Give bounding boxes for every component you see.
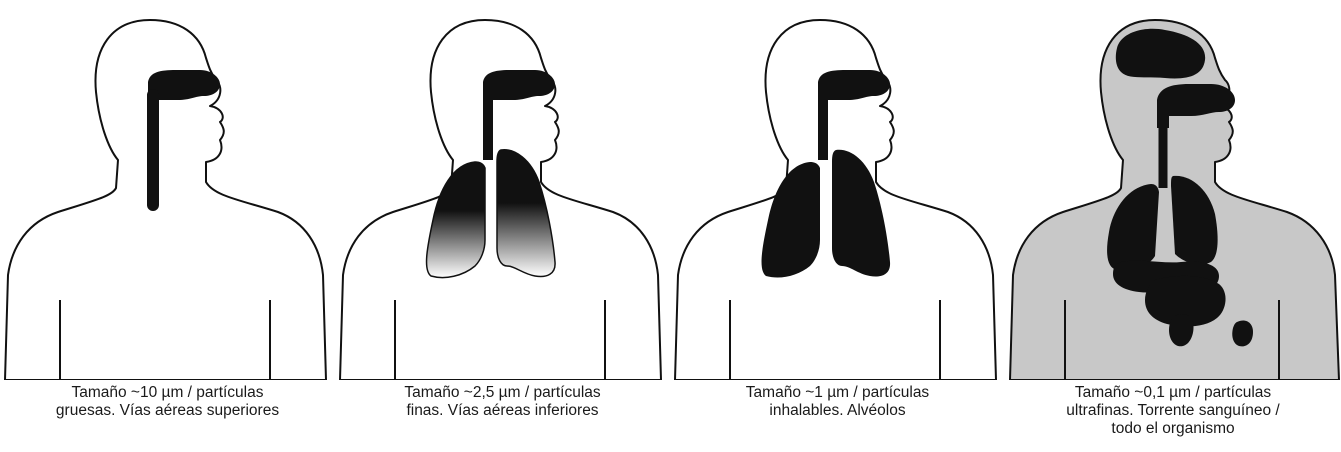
caption-ultrafine: Tamaño ~0,1 µm / partículas ultrafinas. …: [1005, 384, 1341, 438]
caption-coarse: Tamaño ~10 µm / partículas gruesas. Vías…: [0, 384, 335, 420]
figure-alveoli: [670, 0, 1005, 380]
caption-line: Tamaño ~10 µm / partículas: [0, 384, 335, 402]
caption-inhalable: Tamaño ~1 µm / partículas inhalables. Al…: [670, 384, 1005, 420]
right-lung: [832, 150, 890, 277]
right-lung: [497, 150, 555, 277]
caption-line: ultrafinas. Torrente sanguíneo /: [1005, 402, 1341, 420]
caption-line: finas. Vías aéreas inferiores: [335, 402, 670, 420]
left-lung: [762, 162, 820, 278]
panel-coarse-particles: Tamaño ~10 µm / partículas gruesas. Vías…: [0, 0, 335, 452]
figure-whole-body: [1005, 0, 1341, 380]
left-lung: [427, 162, 485, 278]
figure-lower-airways: [335, 0, 670, 380]
caption-line: todo el organismo: [1005, 420, 1341, 438]
caption-line: Tamaño ~0,1 µm / partículas: [1005, 384, 1341, 402]
figure-upper-airways: [0, 0, 335, 380]
caption-line: Tamaño ~1 µm / partículas: [670, 384, 1005, 402]
caption-line: inhalables. Alvéolos: [670, 402, 1005, 420]
caption-line: gruesas. Vías aéreas superiores: [0, 402, 335, 420]
panel-ultrafine-particles: Tamaño ~0,1 µm / partículas ultrafinas. …: [1005, 0, 1341, 452]
caption-line: Tamaño ~2,5 µm / partículas: [335, 384, 670, 402]
panel-inhalable-particles: Tamaño ~1 µm / partículas inhalables. Al…: [670, 0, 1005, 452]
caption-fine: Tamaño ~2,5 µm / partículas finas. Vías …: [335, 384, 670, 420]
bladder: [1232, 320, 1253, 346]
panel-fine-particles: Tamaño ~2,5 µm / partículas finas. Vías …: [335, 0, 670, 452]
